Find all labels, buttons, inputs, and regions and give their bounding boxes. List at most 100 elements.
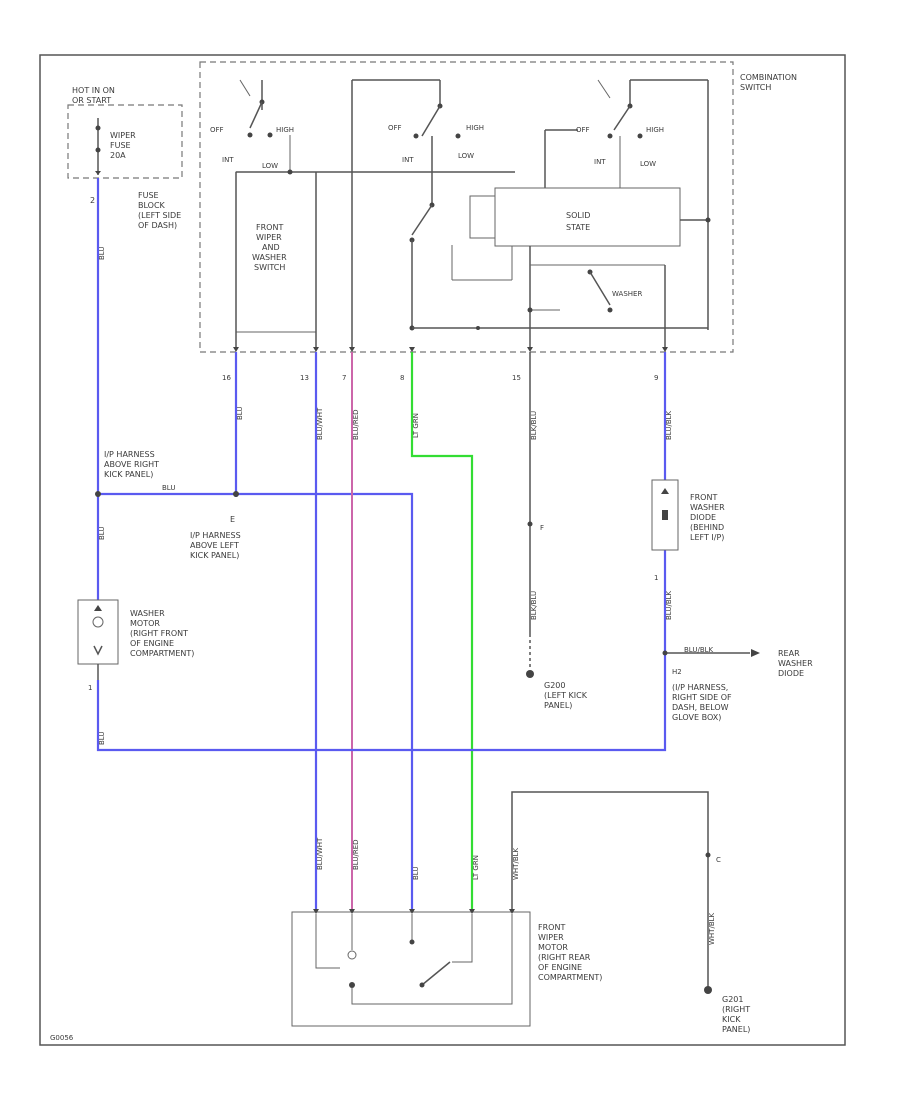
front-washer-diode [651, 479, 679, 551]
off-label-2: OFF [388, 124, 402, 132]
switch-connector-arrows [233, 347, 668, 352]
switch2-contact-high [455, 133, 461, 139]
pin-1-label-diode: 1 [654, 574, 658, 582]
int-label-1: INT [222, 156, 234, 164]
switch1-blade [249, 101, 263, 129]
low-label-2: LOW [458, 152, 474, 160]
front-wiper-switch-label-3: AND [262, 243, 280, 252]
pin-2-label: 2 [90, 196, 95, 205]
ip-harness-glove-label-4: GLOVE BOX) [672, 713, 721, 722]
g200-splice-node [527, 521, 533, 527]
front-washer-diode-label: FRONT [690, 493, 717, 502]
high-label-3: HIGH [646, 126, 664, 134]
pin-f-label: F [540, 524, 544, 532]
solid-state-tab [469, 195, 496, 239]
pin-9-label: 9 [654, 374, 658, 382]
wire-label-blk-blu-2: BLK/BLU [530, 591, 538, 620]
rear-washer-diode-label: REAR [778, 649, 800, 658]
front-wiper-motor-label-6: COMPARTMENT) [538, 973, 602, 982]
ip-harness-left-label: I/P HARNESS [190, 531, 241, 540]
washer-motor-label: WASHER [130, 609, 165, 618]
front-washer-diode-label-5: LEFT I/P) [690, 533, 724, 542]
wiper-fuse-box [67, 104, 183, 179]
switch1-low-node [287, 169, 293, 175]
g201-label-4: PANEL) [722, 1025, 750, 1034]
wiper-motor-internal-5 [452, 914, 473, 963]
footer-code: G0056 [50, 1034, 74, 1042]
wire-black-ground-g201 [511, 791, 709, 988]
front-wiper-motor-label: FRONT [538, 923, 565, 932]
front-wiper-motor [291, 911, 531, 1027]
g200-label-2: (LEFT KICK [544, 691, 588, 700]
pin-c-label: C [716, 856, 721, 864]
g200-label-3: PANEL) [544, 701, 572, 710]
g201-label-3: KICK [722, 1015, 741, 1024]
wiper-park-switch-blade [421, 961, 451, 986]
front-wiper-switch-label: FRONT [256, 223, 283, 232]
front-washer-diode-symbol [662, 510, 668, 520]
washer-motor-label-2: MOTOR [130, 619, 160, 628]
ground-g200-icon [526, 670, 534, 678]
ip-harness-left-label-3: KICK PANEL) [190, 551, 239, 560]
front-wiper-motor-label-5: OF ENGINE [538, 963, 582, 972]
combination-switch-box [199, 61, 734, 353]
wire-label-lt-grn-2: LT GRN [472, 855, 480, 880]
wire-label-blu-6: BLU [412, 867, 420, 880]
washer-switch-blade [411, 204, 433, 236]
high-label-2: HIGH [466, 124, 484, 132]
washer-label: WASHER [612, 290, 642, 298]
int-label-2: INT [402, 156, 414, 164]
diagram-frame [39, 54, 846, 1046]
hot-in-on-label-2: OR START [72, 96, 111, 105]
front-wiper-motor-label-2: WIPER [538, 933, 564, 942]
pin-13-label: 13 [300, 374, 309, 382]
solid-state-out-node [705, 217, 711, 223]
front-wiper-motor-label-3: MOTOR [538, 943, 568, 952]
wire-label-blk-blu-1: BLK/BLU [530, 411, 538, 440]
pin-8-label: 8 [400, 374, 404, 382]
switch2-blade [421, 105, 441, 137]
front-wiper-washer-switch [235, 171, 317, 333]
wire-label-blu-red-1: BLU/RED [352, 409, 360, 440]
washer-motor-label-5: COMPARTMENT) [130, 649, 194, 658]
wire-blu-blk-label-rear: BLU/BLK [684, 646, 714, 654]
combination-switch-label: COMBINATION [740, 73, 797, 82]
g200-label: G200 [544, 681, 565, 690]
wire-label-blu-red-2: BLU/RED [352, 839, 360, 870]
off-label-3: OFF [576, 126, 590, 134]
pin-h2-label: H2 [672, 668, 682, 676]
pin-15-label: 15 [512, 374, 521, 382]
wiper-fuse-label-2: FUSE [110, 141, 131, 150]
solid-state-label-2: STATE [566, 223, 590, 232]
washer-motor-symbol [92, 616, 104, 628]
switch1-contact-off [247, 132, 253, 138]
pin-16-label: 16 [222, 374, 231, 382]
wire-label-blu-wht-2: BLU/WHT [316, 837, 324, 870]
low-label-3: LOW [640, 160, 656, 168]
wire-label-wht-blk-2: WHT/BLK [708, 912, 716, 945]
fuse-block-label: FUSE [138, 191, 159, 200]
wire-green-pin8 [410, 352, 474, 910]
washer-stub-node [527, 307, 533, 313]
combination-switch-label-2: SWITCH [740, 83, 771, 92]
fuse-block-label-2: BLOCK [138, 201, 166, 210]
fuse-terminal [95, 171, 101, 175]
washer-motor-diode [93, 645, 103, 656]
pin-1-label-washer: 1 [88, 684, 92, 692]
front-wiper-switch-label-5: SWITCH [254, 263, 285, 272]
fuse-node-top [95, 125, 101, 131]
wiper-motor-internal-3 [351, 914, 513, 1005]
front-wiper-switch-label-4: WASHER [252, 253, 287, 262]
washer-motor-terminal-top [94, 605, 102, 611]
wiper-fuse-label: WIPER [110, 131, 136, 140]
switch3-blade [613, 105, 631, 131]
splice-right-kick [95, 491, 101, 497]
g201-splice-node [705, 852, 711, 858]
ip-harness-glove-label: (I/P HARNESS, [672, 683, 728, 692]
switch3-arm [597, 79, 611, 99]
front-washer-diode-label-3: DIODE [690, 513, 716, 522]
ip-harness-glove-label-2: RIGHT SIDE OF [672, 693, 732, 702]
rear-washer-arrow [751, 649, 760, 657]
wiper-motor-brush [349, 982, 355, 988]
